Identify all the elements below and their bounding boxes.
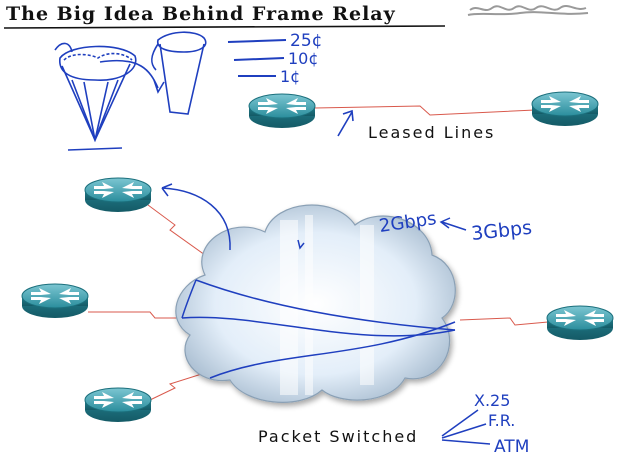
price-label-high: 25¢ [290, 31, 322, 51]
cup-sketch-right [150, 31, 207, 115]
leased-lines-label: Leased Lines [368, 123, 495, 142]
bandwidth-label-right: 3Gbps [470, 217, 533, 245]
leased-arrow [337, 109, 354, 137]
bandwidth-label-left: 2Gbps [378, 208, 438, 237]
cloud-links [88, 204, 549, 401]
technology-label-x25: X.25 [474, 391, 510, 410]
leased-line-link [314, 105, 536, 116]
router-leased-right [531, 91, 599, 127]
router-right [546, 305, 614, 341]
technology-label-atm: ATM [494, 437, 529, 457]
price-label-mid: 10¢ [288, 49, 319, 68]
bandwidth-arrow [439, 217, 467, 231]
packet-switched-cloud [175, 204, 456, 403]
scribble-mark [467, 5, 589, 16]
router-middle-left [21, 283, 89, 319]
packet-switched-label: Packet Switched [258, 427, 418, 446]
path-annotations [161, 183, 456, 379]
router-top-left [84, 177, 152, 213]
router-leased-left [248, 93, 316, 129]
title-underline [3, 25, 446, 29]
technology-label-fr: F.R. [488, 411, 515, 430]
price-lines [227, 39, 287, 77]
page-title: The Big Idea Behind Frame Relay [6, 3, 396, 25]
router-bottom-left [84, 387, 152, 423]
technology-branches [441, 409, 491, 445]
price-label-low: 1¢ [280, 67, 300, 86]
cup-sketch-left [54, 42, 165, 151]
